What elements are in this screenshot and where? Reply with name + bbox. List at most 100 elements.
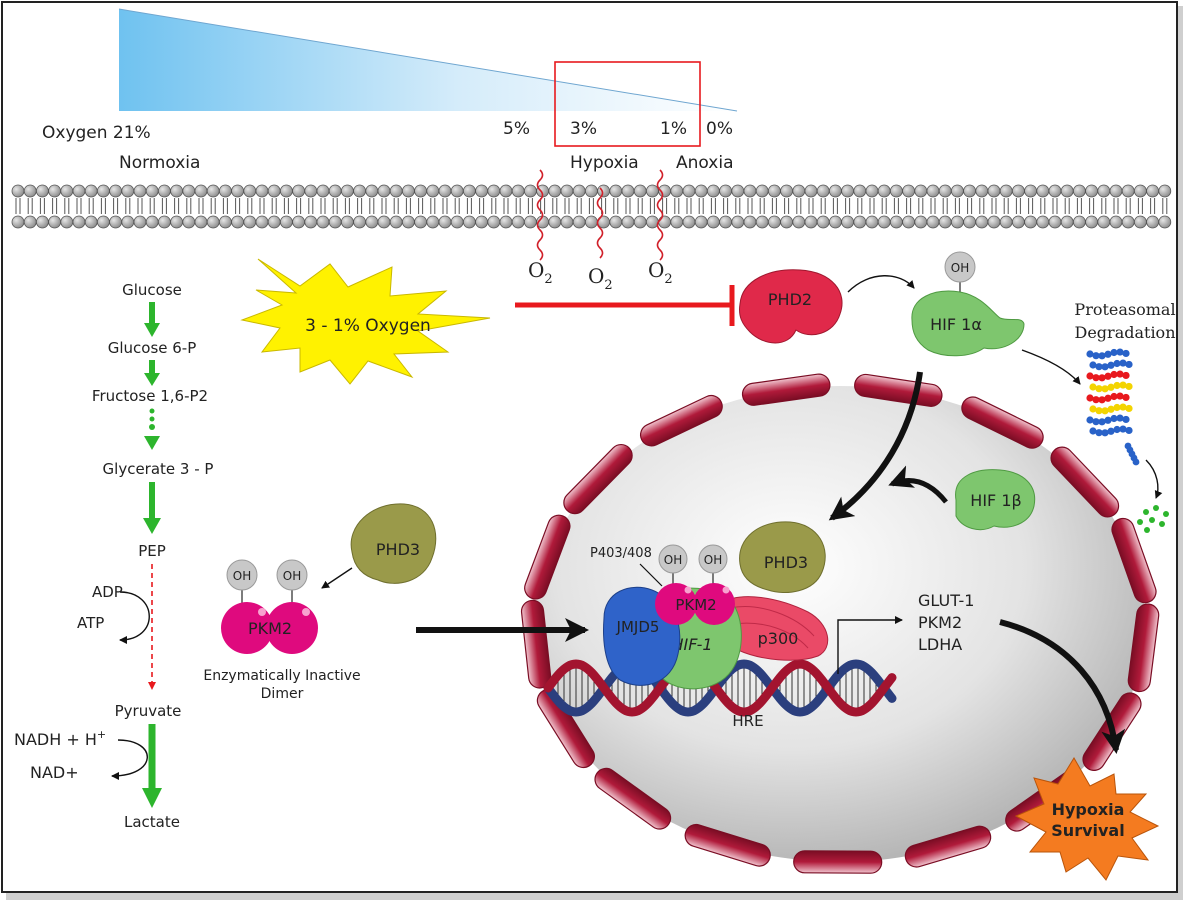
lipid-head (218, 215, 232, 229)
lipid-head (902, 215, 915, 229)
lipid-head (11, 184, 25, 198)
lipid-head (414, 184, 428, 198)
lipid-head (109, 184, 122, 198)
hif1b-label: HIF 1β (970, 491, 1021, 510)
nuclear-phd3 (739, 521, 826, 593)
arrowhead-glycerate (144, 436, 160, 450)
lipid-head (84, 215, 98, 229)
o2-label-1: O2 (528, 258, 553, 287)
lipid-head (560, 215, 574, 229)
dna-strand (543, 659, 897, 717)
lipid-head (109, 215, 122, 229)
lipid-head (243, 184, 257, 198)
lipid-head (524, 184, 537, 198)
lipid-head (560, 184, 574, 198)
cytoplasmic-phd3-label: PHD3 (376, 540, 420, 559)
lipid-head (157, 184, 171, 198)
arrow-hif1a-proteasome (1021, 349, 1081, 385)
lipid-head (255, 184, 269, 198)
zone-normoxia: Normoxia (119, 153, 200, 173)
lipid-head (987, 184, 1001, 198)
glycolysis-pathway: Glucose Glucose 6-P Fructose 1,6-P2 Glyc… (14, 281, 213, 831)
lipid-head (914, 184, 928, 198)
lipid-head (231, 184, 245, 198)
lipid-head (267, 184, 281, 198)
lipid-head (438, 184, 452, 198)
lipid-head (585, 184, 598, 198)
lipid-head (133, 184, 147, 198)
oxygen-gradient: Oxygen 21% 5% 3% 1% 0% Normoxia Hypoxia … (42, 8, 738, 173)
lipid-head (414, 215, 428, 229)
step-pep: PEP (138, 542, 166, 560)
lipid-head (694, 184, 708, 198)
step-glycerate: Glycerate 3 - P (103, 460, 214, 478)
lipid-head (853, 215, 867, 229)
lipid-head (682, 215, 696, 229)
lipid-head (926, 184, 940, 198)
lipid-head (621, 215, 635, 229)
lipid-head (829, 215, 842, 229)
target-pkm2: PKM2 (918, 613, 962, 632)
lipid-head (548, 215, 562, 229)
survival-line1: Hypoxia (1052, 800, 1125, 819)
lipid-head (792, 215, 806, 229)
step-lactate: Lactate (124, 813, 180, 831)
nuclear-pore-segment (563, 443, 633, 515)
lipid-head (487, 184, 501, 198)
lipid-head (743, 215, 757, 229)
lipid-head (743, 184, 757, 198)
lipid-head (157, 215, 171, 229)
arrow-to-survival (999, 619, 1126, 754)
arrow-phd3-to-dimer (321, 567, 353, 589)
lipid-head (707, 215, 720, 229)
lipid-head (890, 184, 903, 198)
lipid-head (975, 184, 989, 198)
p403-pointer (639, 563, 663, 587)
nuclear-pore-segment (536, 688, 595, 769)
lipid-head (890, 215, 903, 229)
lipid-head (60, 215, 74, 229)
nuclear-pore-segment (1127, 603, 1160, 693)
lipid-head (304, 184, 318, 198)
lipid-head (145, 215, 159, 229)
lipid-head (401, 184, 415, 198)
lipid-head (853, 184, 867, 198)
hypoxia-window (554, 61, 701, 147)
jmjd5-label: JMJD5 (616, 618, 660, 636)
lipid-head (816, 184, 830, 198)
adp-atp-arc (119, 591, 150, 644)
lipid-head (84, 184, 98, 198)
lipid-head (646, 184, 659, 198)
lipid-head (133, 215, 147, 229)
lipid-head (511, 215, 525, 229)
lipid-head (377, 184, 391, 198)
lipid-head (1048, 184, 1062, 198)
lipid-head (902, 184, 915, 198)
lipid-head (292, 215, 306, 229)
label-atp: ATP (77, 614, 104, 632)
nuclear-phd3-label: PHD3 (764, 553, 808, 572)
o2-channel-1 (536, 169, 544, 261)
lipid-head (255, 215, 269, 229)
lipid-head (670, 215, 684, 229)
lipid-head (462, 215, 476, 229)
complex-oh-group-1 (658, 544, 688, 574)
lipid-head (292, 184, 306, 198)
dimer-pkm2-label: PKM2 (248, 619, 292, 638)
o2-label-3: O2 (648, 258, 673, 287)
lipid-head (353, 215, 367, 229)
lipid-head (145, 184, 159, 198)
lipid-head (719, 215, 732, 229)
lipid-head (1134, 184, 1147, 198)
lipid-head (279, 215, 293, 229)
burst-label: 3 - 1% Oxygen (305, 316, 431, 336)
lipid-head (511, 184, 525, 198)
lipid-head (450, 184, 464, 198)
lipid-head (97, 215, 110, 229)
lipid-head (670, 184, 684, 198)
nuclear-pore-segment (524, 514, 571, 600)
lipid-head (328, 215, 342, 229)
degradation-line1: Proteasomal (1074, 300, 1175, 319)
lipid-head (646, 215, 659, 229)
